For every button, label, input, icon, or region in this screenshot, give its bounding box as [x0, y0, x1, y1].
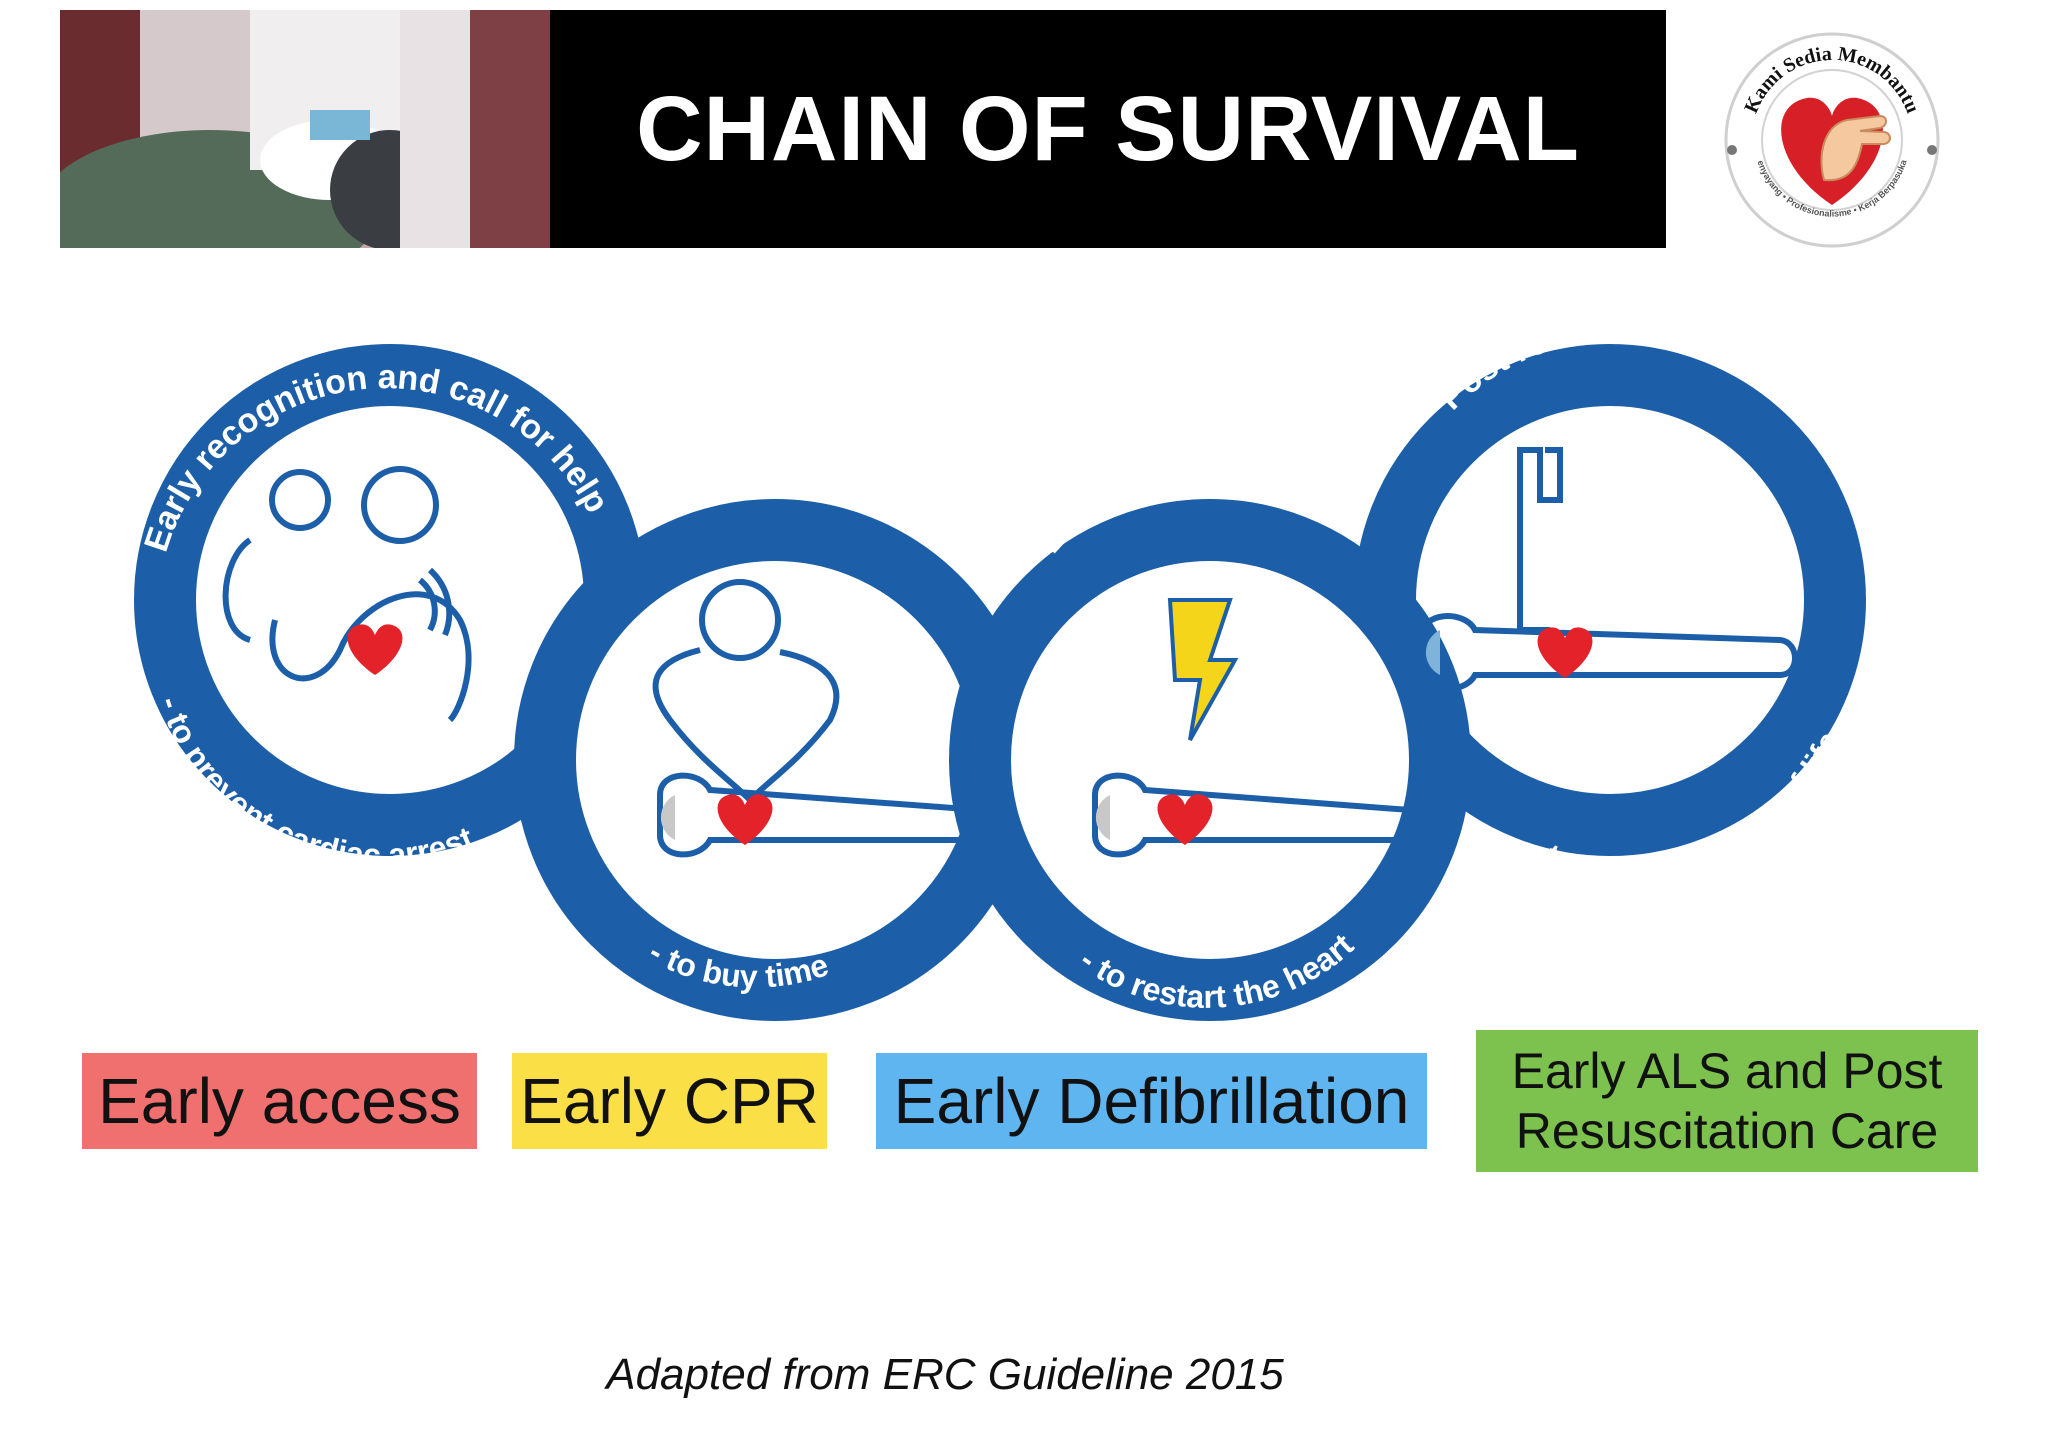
chain-links [134, 344, 1866, 1021]
chain-of-survival-diagram: Early recognition and call for help - to… [134, 309, 1866, 1021]
patient-head-icon [660, 795, 675, 840]
phone-call-icon [222, 466, 472, 723]
lightning-bolt-icon [1167, 598, 1239, 741]
label-early-defibrillation: Early Defibrillation [876, 1053, 1427, 1149]
heart-icon [1157, 794, 1213, 845]
heart-icon [1537, 627, 1593, 678]
label-early-defibrillation-text: Early Defibrillation [893, 1065, 1410, 1137]
label-early-cpr-text: Early CPR [520, 1065, 819, 1137]
label-early-access: Early access [82, 1053, 477, 1149]
patient-head-icon [1425, 630, 1440, 675]
title-bar: CHAIN OF SURVIVAL [550, 10, 1666, 248]
patient-head-icon [1095, 795, 1110, 840]
heart-hand-logo: Kami Sedia Membantu Penyayang • Profesio… [1712, 30, 1940, 248]
patient-bed-icon [1417, 613, 1798, 692]
heart-icon [347, 624, 403, 675]
source-footnote: Adapted from ERC Guideline 2015 [606, 1350, 1284, 1399]
label-early-access-text: Early access [98, 1065, 461, 1137]
label-early-als-line2: Resuscitation Care [1515, 1103, 1939, 1159]
label-early-cpr: Early CPR [512, 1053, 827, 1149]
heart-icon [717, 794, 773, 845]
label-early-als-post-resuscitation: Early ALS and Post Resuscitation Care [1476, 1030, 1978, 1172]
label-early-als-line1: Early ALS and Post [1511, 1043, 1943, 1099]
patient-icon [1092, 772, 1425, 858]
header-photo-cpr [60, 10, 550, 248]
page-title: CHAIN OF SURVIVAL [636, 77, 1580, 180]
